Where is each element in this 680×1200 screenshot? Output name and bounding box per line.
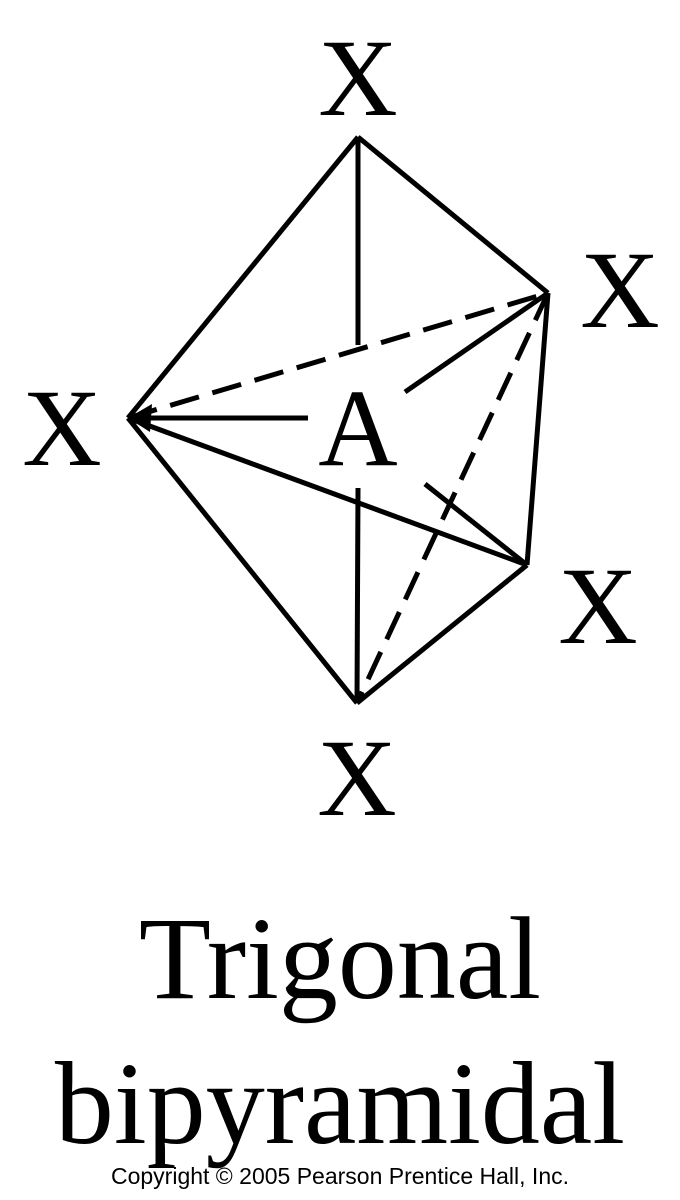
atom-label-equatorial-left: X bbox=[22, 367, 101, 489]
caption-line-2: bipyramidal bbox=[54, 1038, 626, 1169]
atom-label-axial-top: X bbox=[318, 17, 397, 139]
caption-line-1: Trigonal bbox=[138, 893, 542, 1024]
arrowhead-left bbox=[128, 404, 152, 432]
atom-label-equatorial-right-back: X bbox=[580, 229, 659, 351]
bond-a-bottom bbox=[354, 487, 361, 704]
edge-left-right-front bbox=[127, 415, 528, 568]
edge-top-right-back bbox=[356, 135, 550, 295]
atom-label-axial-bottom: X bbox=[317, 717, 396, 839]
bond-a-right-back bbox=[403, 290, 550, 395]
atom-label-equatorial-right-front: X bbox=[558, 545, 637, 667]
edge-top-left bbox=[126, 135, 360, 420]
atom-label-central: A bbox=[318, 367, 397, 489]
edge-right-back-right-front bbox=[524, 292, 551, 566]
bond-a-right-front bbox=[423, 482, 529, 567]
edge-right-back-bottom-dashed bbox=[354, 291, 551, 705]
edge-left-right-back-dashed bbox=[127, 290, 549, 421]
edge-left-bottom bbox=[126, 416, 359, 705]
copyright-notice: Copyright © 2005 Pearson Prentice Hall, … bbox=[110, 1163, 569, 1189]
edge-right-front-bottom bbox=[355, 563, 529, 705]
